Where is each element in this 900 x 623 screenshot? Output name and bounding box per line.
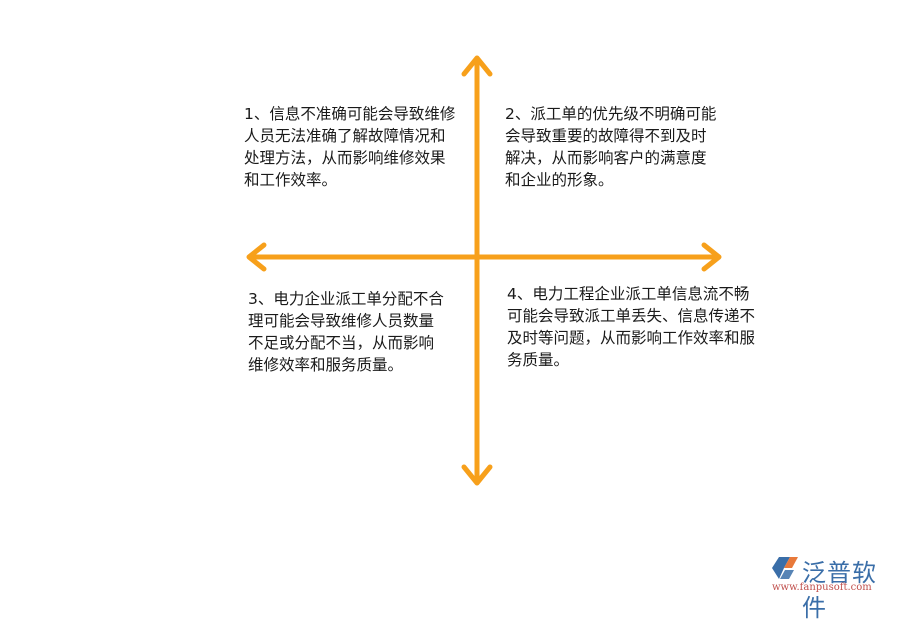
arrow-down-icon: [461, 464, 493, 486]
quadrant-axes: [246, 55, 722, 486]
logo-url: www.fanpusoft.com: [772, 582, 872, 593]
fanpu-logo-icon: [772, 557, 798, 579]
fanpu-logo: 泛普软件 www.fanpusoft.com: [766, 553, 896, 622]
quadrant-bottom-right-text: 4、电力工程企业派工单信息流不畅可能会导致派工单丢失、信息传递不及时等问题，从而…: [507, 285, 756, 369]
arrow-left-icon: [246, 242, 267, 272]
quadrant-bottom-left-text: 3、电力企业派工单分配不合理可能会导致维修人员数量不足或分配不当，从而影响维修效…: [248, 290, 444, 374]
quadrant-top-left-text: 1、信息不准确可能会导致维修人员无法准确了解故障情况和处理方法，从而影响维修效果…: [244, 105, 456, 189]
arrow-up-icon: [461, 55, 493, 77]
arrow-right-icon: [701, 242, 722, 272]
quadrant-top-right-text: 2、派工单的优先级不明确可能会导致重要的故障得不到及时解决，从而影响客户的满意度…: [505, 105, 717, 189]
